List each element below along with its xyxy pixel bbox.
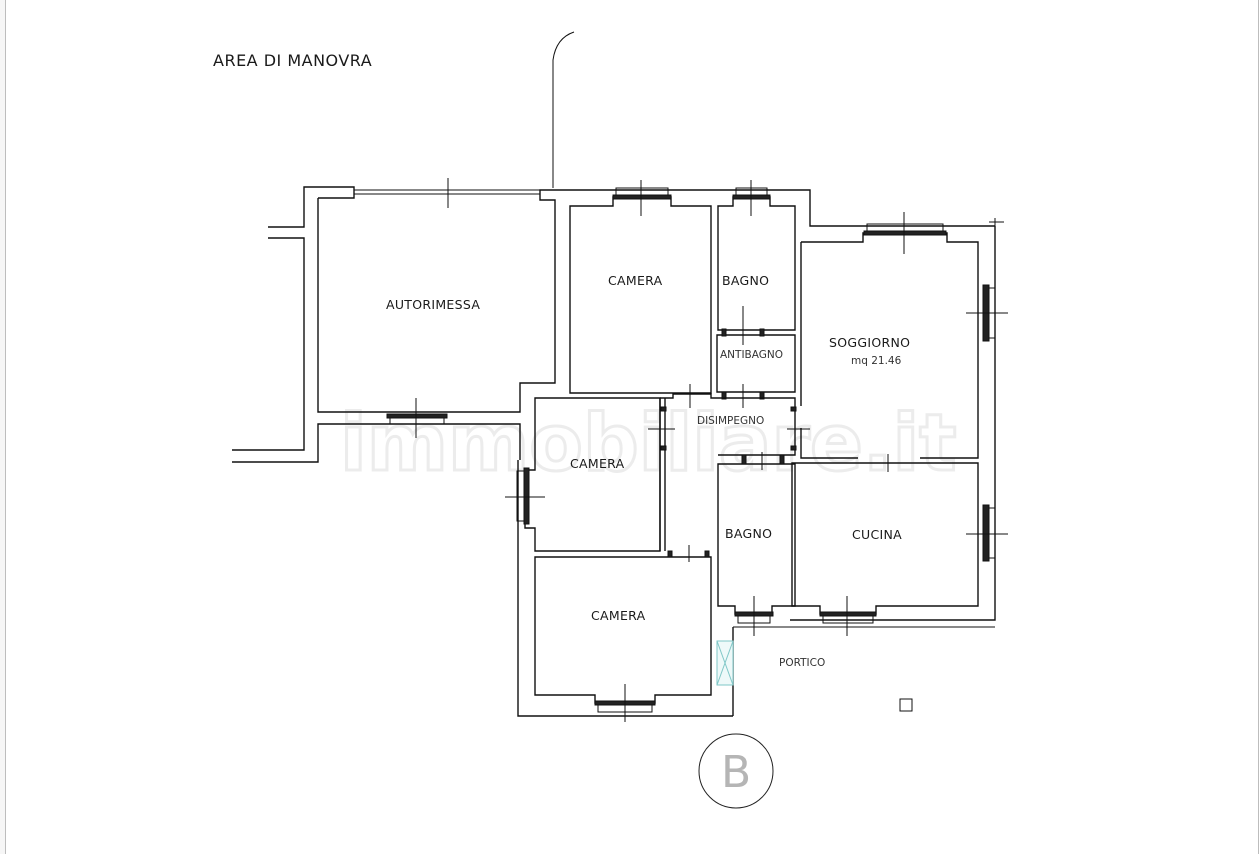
room-antibagno: ANTIBAGNO [716, 328, 796, 408]
room-soggiorno: SOGGIORNO mq 21.46 [790, 212, 1008, 621]
room-camera-2: CAMERA [505, 397, 733, 717]
room-bagno-1: BAGNO [717, 180, 796, 345]
area-portico: PORTICO [716, 626, 995, 716]
room-label-antibagno: ANTIBAGNO [720, 349, 783, 361]
room-label-camera-2: CAMERA [570, 456, 625, 471]
room-camera-1: CAMERA [555, 180, 995, 394]
room-cucina: CUCINA [791, 454, 1008, 636]
block-badge: B [698, 733, 774, 809]
pillar-icon [899, 698, 913, 712]
page-edge-left [0, 0, 6, 854]
block-letter: B [721, 747, 751, 798]
room-autorimessa: AUTORIMESSA [232, 178, 556, 463]
room-label-bagno-1: BAGNO [722, 273, 769, 288]
room-label-disimpegno: DISIMPEGNO [697, 415, 764, 427]
room-label-autorimessa: AUTORIMESSA [386, 297, 480, 312]
room-label-soggiorno: SOGGIORNO [829, 335, 910, 350]
boundary-curve [552, 31, 575, 188]
watermark: immobiliare.it [340, 399, 957, 489]
room-label-camera-1: CAMERA [608, 273, 663, 288]
area-label-portico: PORTICO [779, 657, 825, 669]
room-label-cucina: CUCINA [852, 527, 902, 542]
room-camera-3: CAMERA [534, 545, 712, 722]
room-label-camera-3: CAMERA [591, 608, 646, 623]
room-label-bagno-2: BAGNO [725, 526, 772, 541]
area-di-manovra-label: AREA DI MANOVRA [213, 51, 372, 70]
room-area-soggiorno: mq 21.46 [851, 355, 902, 367]
room-bagno-2: BAGNO [717, 452, 796, 636]
